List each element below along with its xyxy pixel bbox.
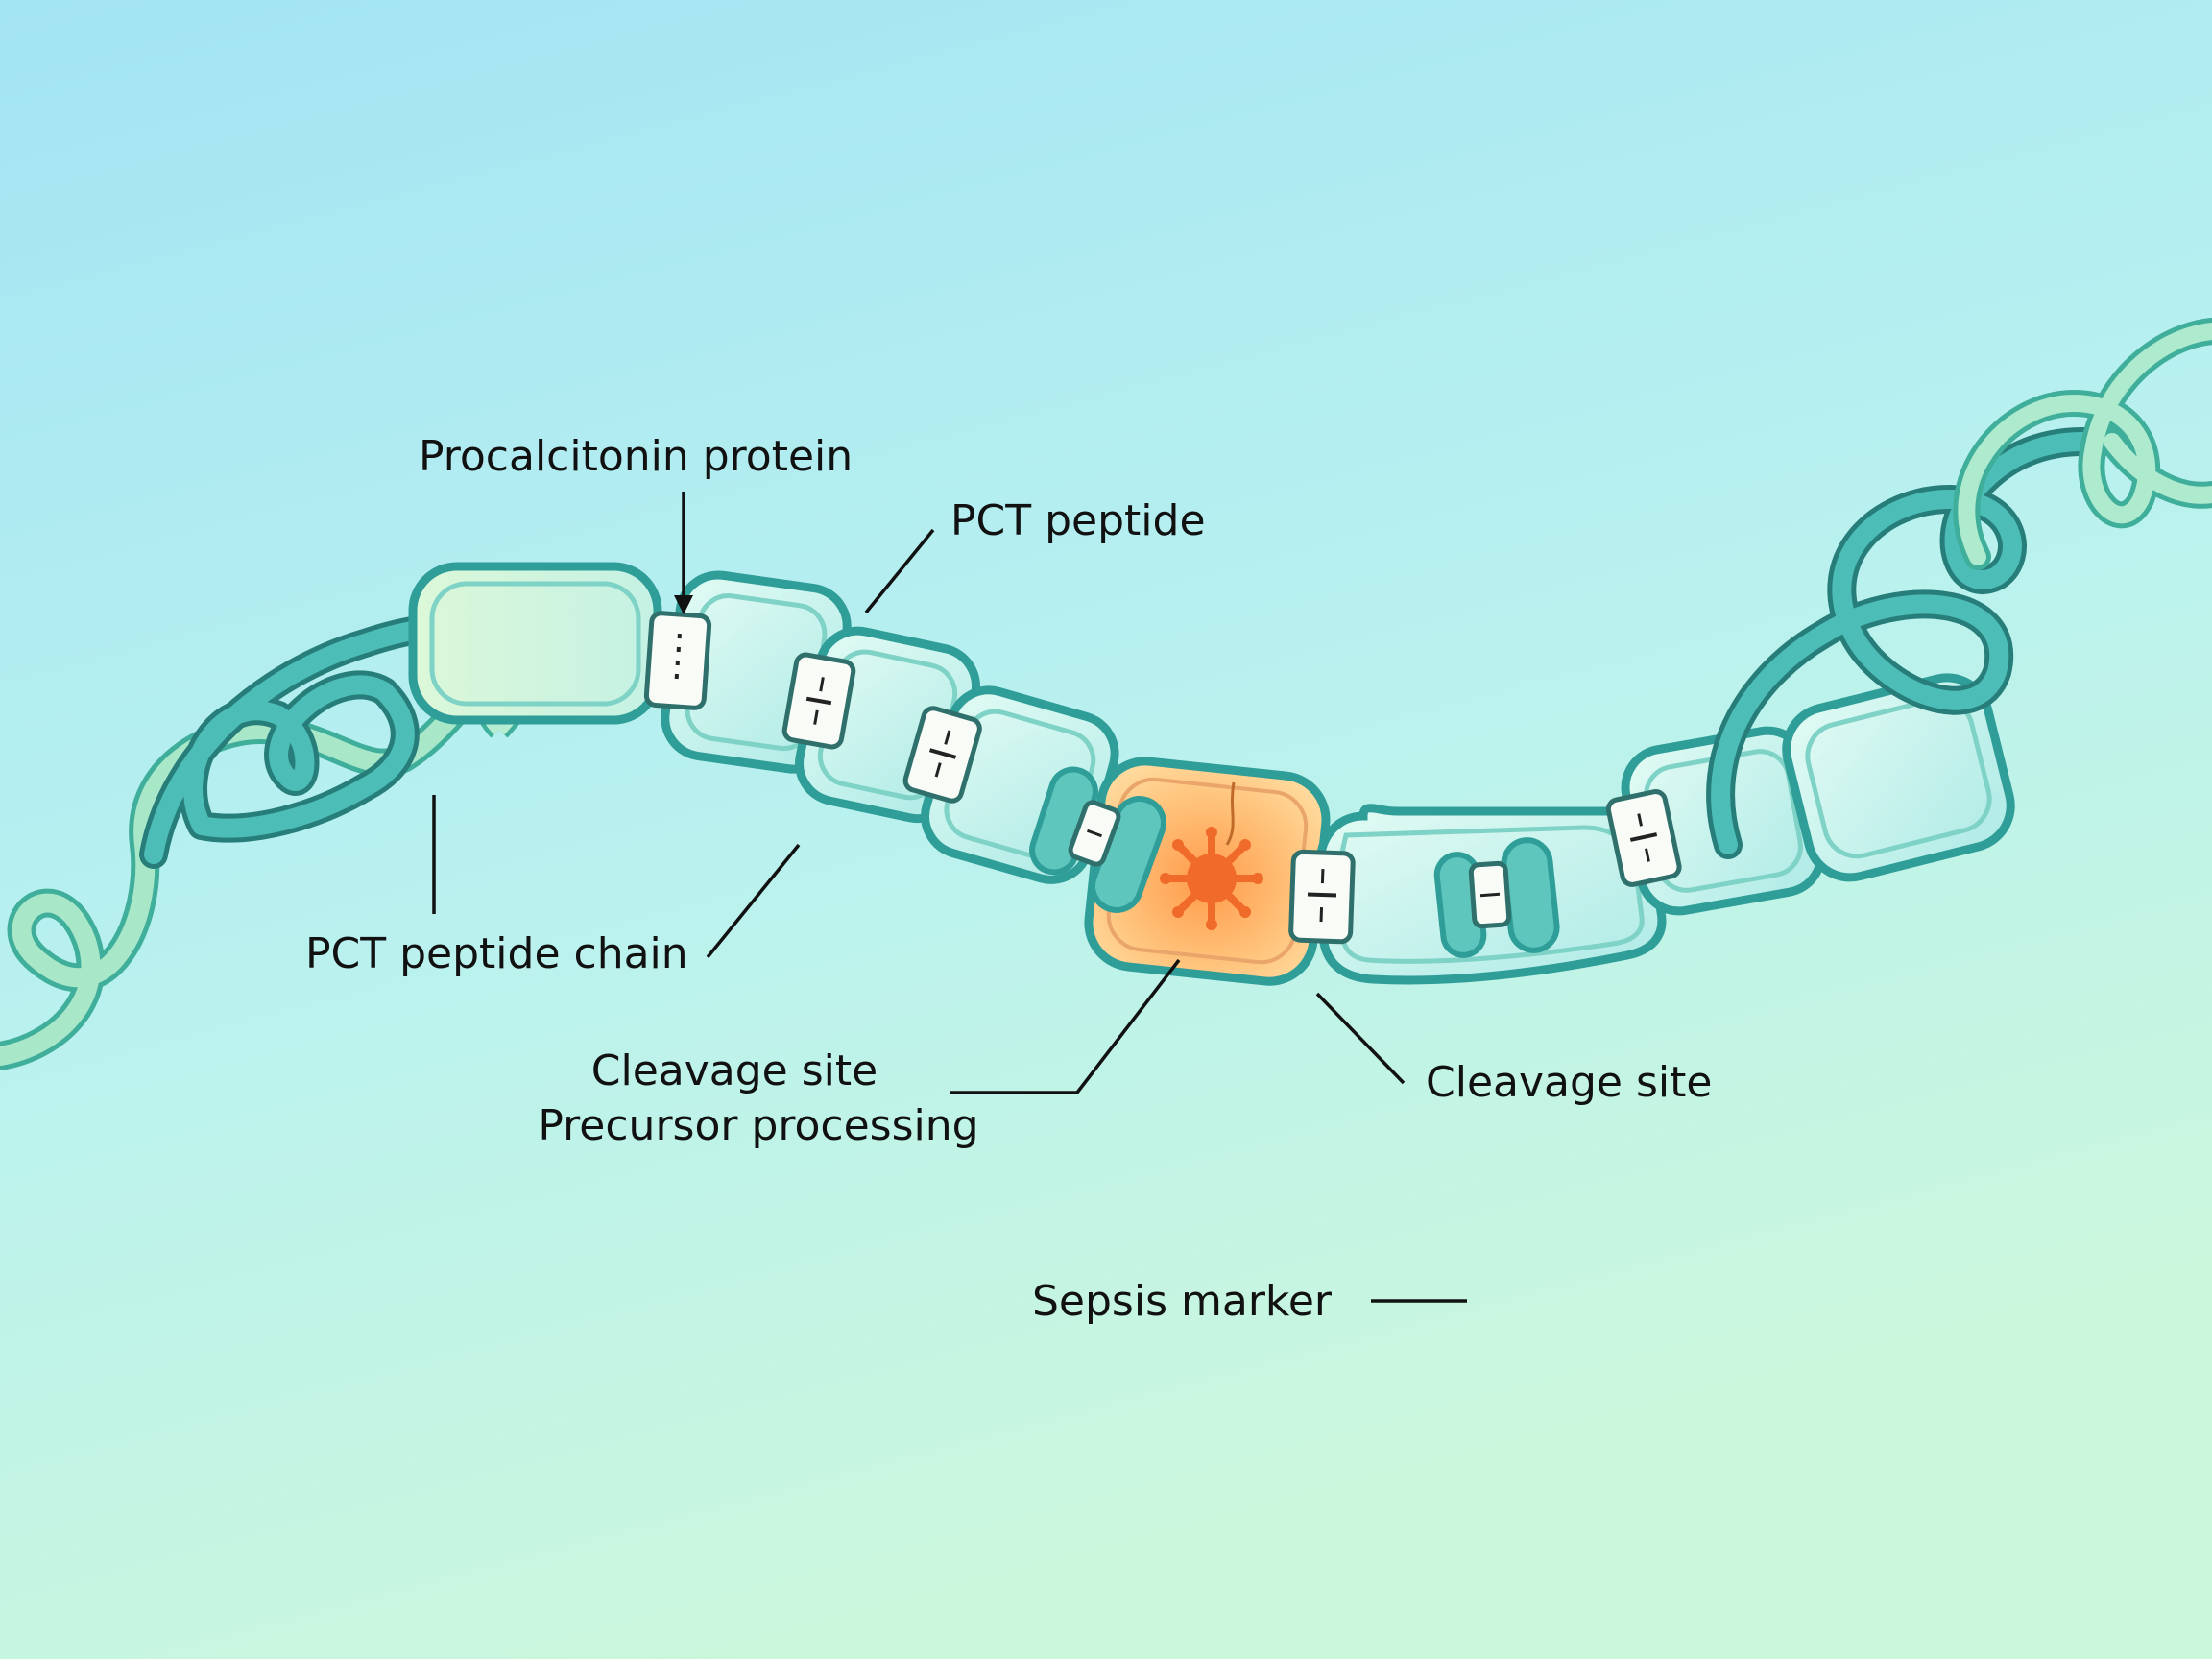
cleavage-tag-6 — [1468, 860, 1512, 929]
label-procalcitonin-protein: Procalcitonin protein — [419, 432, 854, 481]
segment-8 — [1782, 673, 2015, 882]
cleavage-tag-3 — [902, 706, 982, 804]
label-sepsis-marker: Sepsis marker — [1032, 1277, 1332, 1326]
label-pct-peptide-chain: PCT peptide chain — [305, 929, 688, 978]
label-cleavage-site-left: Cleavage site — [590, 1046, 878, 1095]
cleavage-tag-2 — [781, 652, 856, 750]
label-pct-peptide: PCT peptide — [950, 496, 1206, 545]
cleavage-tag-7 — [1605, 789, 1682, 887]
virus-icon — [1160, 827, 1263, 930]
cleavage-tag-1 — [643, 611, 712, 710]
leader-lines — [432, 492, 1467, 1303]
cleavage-tag-5 — [1288, 849, 1356, 945]
label-precursor-processing: Precursor processing — [538, 1101, 979, 1150]
cleavage-tag-4 — [1068, 800, 1121, 867]
label-cleavage-site-right: Cleavage site — [1426, 1058, 1713, 1107]
